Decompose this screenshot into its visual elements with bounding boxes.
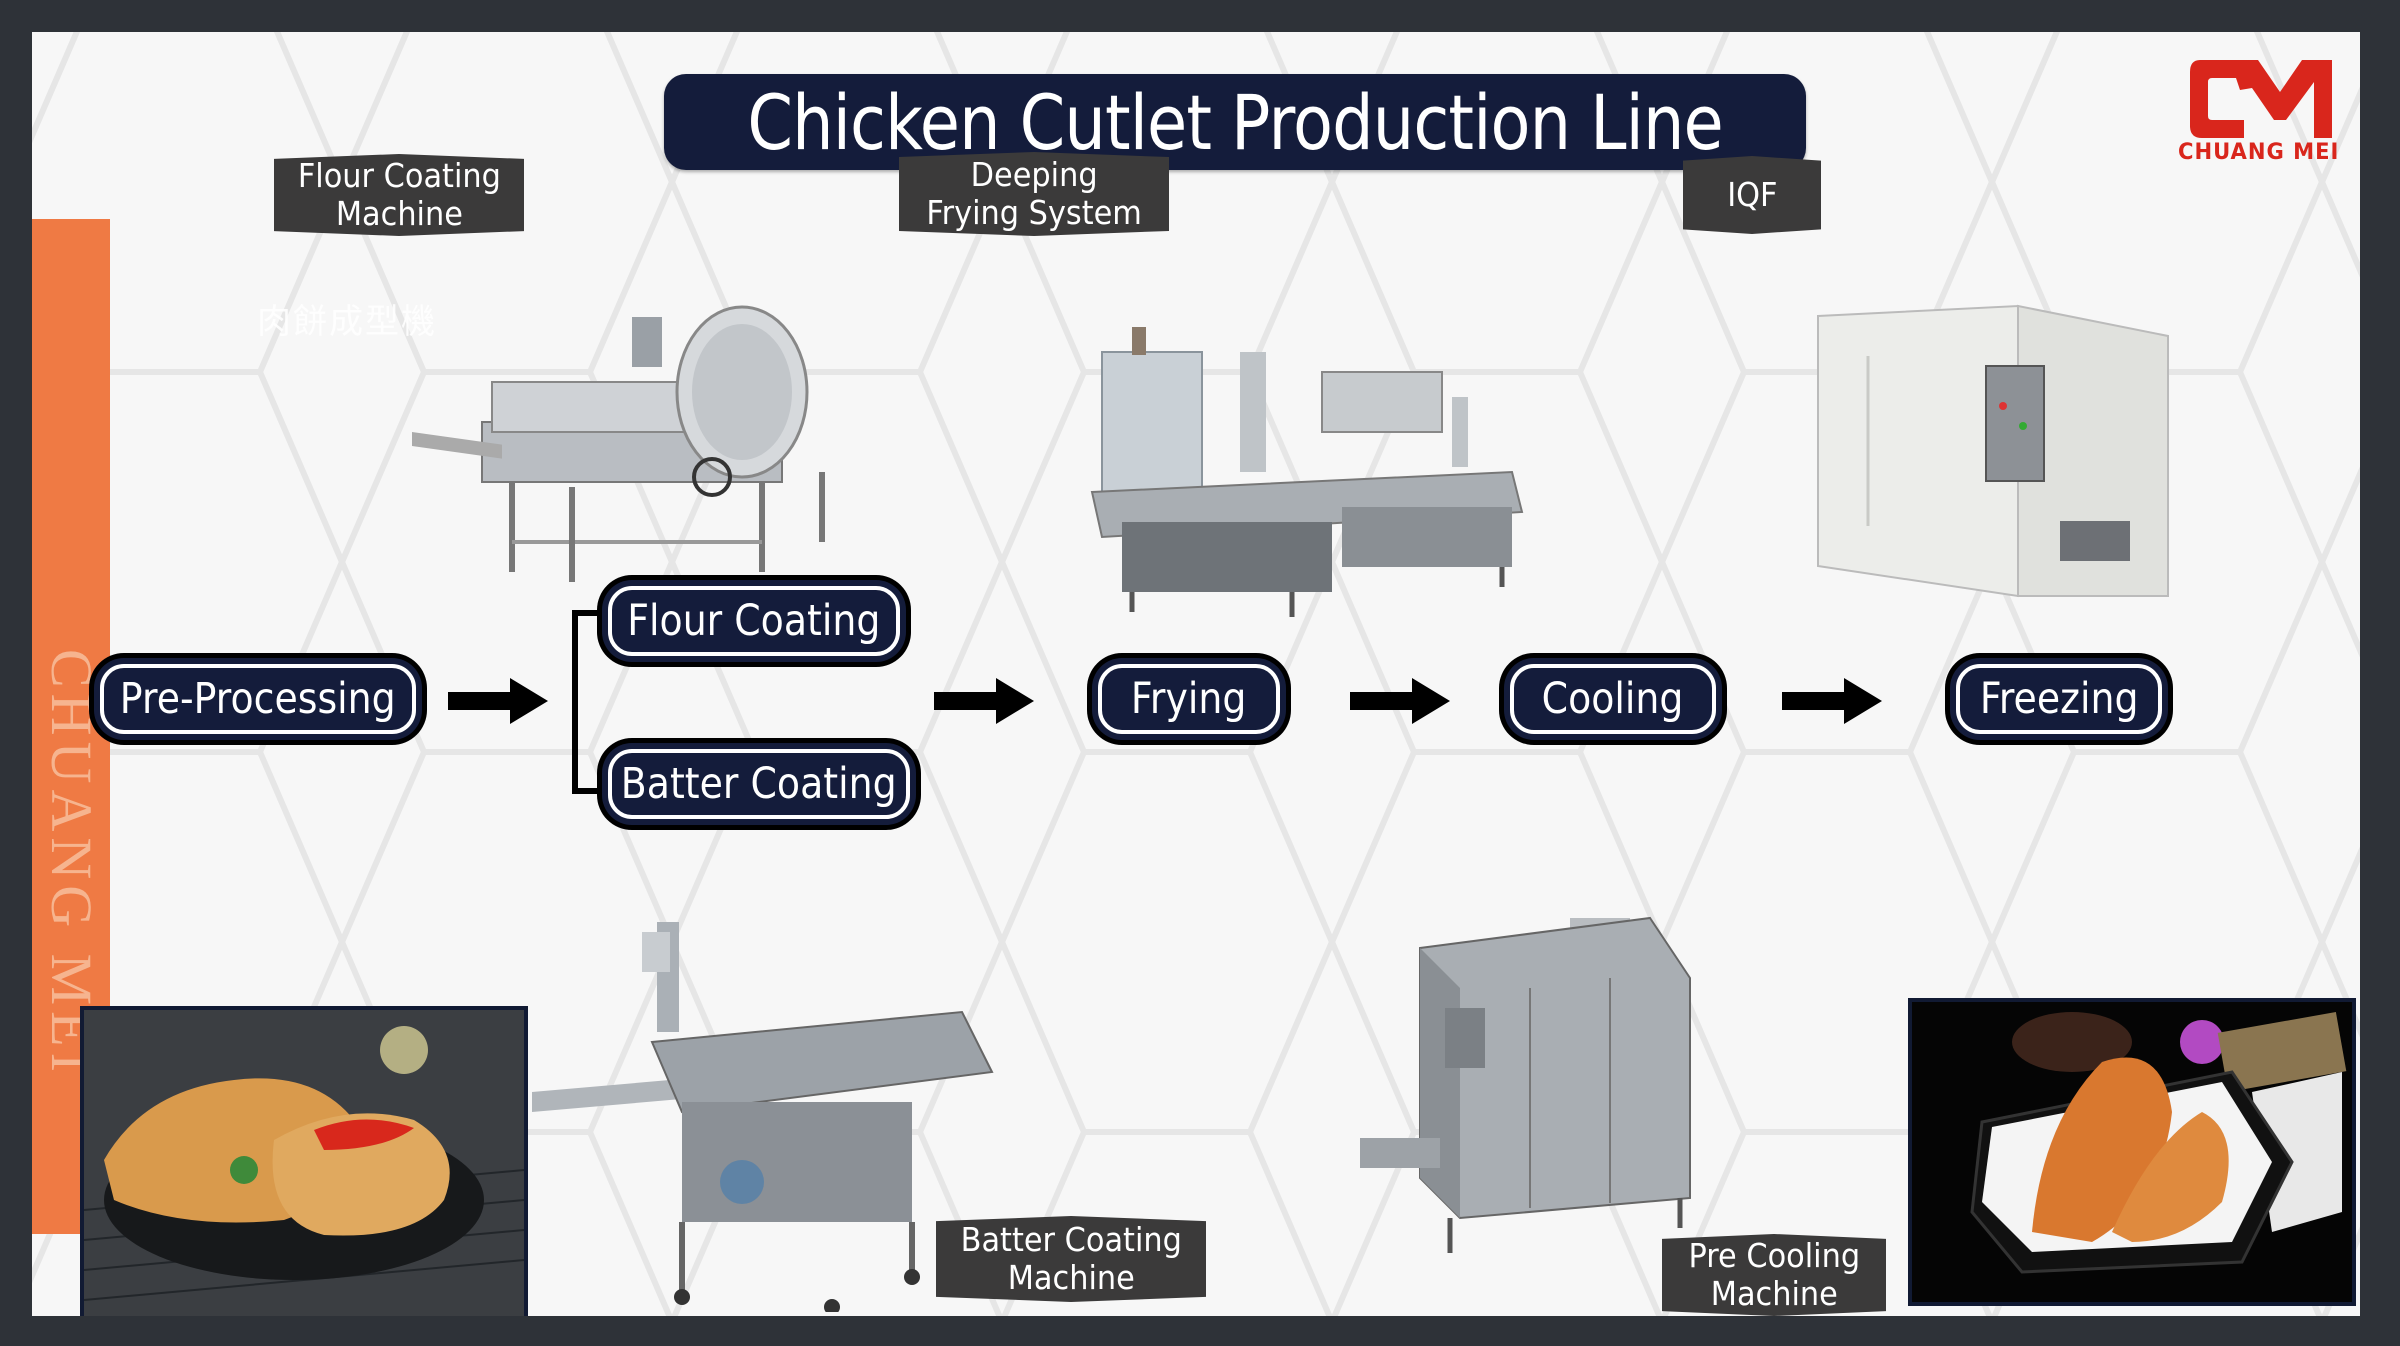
label-pre-cooling-machine: Pre Cooling Machine bbox=[1662, 1234, 1886, 1316]
flour-coating-machine-image bbox=[412, 305, 825, 582]
slide: CHUANG MEI Chicken Cutlet Production Lin… bbox=[32, 32, 2360, 1316]
step-frying: Frying bbox=[1092, 658, 1286, 740]
cutlet-plate-photo bbox=[80, 1006, 528, 1316]
step-freezing-label: Freezing bbox=[1979, 674, 2139, 724]
step-cooling: Cooling bbox=[1504, 658, 1722, 740]
step-pre-processing: Pre-Processing bbox=[94, 658, 422, 740]
step-frying-label: Frying bbox=[1131, 674, 1247, 724]
step-batter-coating-label: Batter Coating bbox=[621, 759, 897, 809]
label-flour-coating-machine: Flour Coating Machine bbox=[274, 154, 524, 236]
page-title: Chicken Cutlet Production Line bbox=[664, 74, 1806, 170]
step-flour-coating-label: Flour Coating bbox=[627, 596, 881, 646]
arrow-right-icon bbox=[1782, 678, 1882, 724]
batter-coating-machine-image bbox=[532, 922, 994, 1312]
cutlet-plate-photo-art bbox=[84, 1010, 524, 1316]
logo-text: CHUANG MEI bbox=[2178, 140, 2340, 165]
label-deep-frying-system: Deeping Frying System bbox=[899, 152, 1169, 236]
branch-bracket bbox=[572, 610, 600, 794]
deep-frying-system-image bbox=[1090, 327, 1524, 617]
label-iqf: IQF bbox=[1683, 156, 1821, 234]
label-iqf-text: IQF bbox=[1726, 175, 1778, 214]
arrow-right-icon bbox=[1350, 678, 1450, 724]
label-batter-coating-machine: Batter Coating Machine bbox=[936, 1216, 1206, 1302]
iqf-freezer-image bbox=[1817, 304, 2169, 598]
label-pre-cooling-machine-text: Pre Cooling Machine bbox=[1688, 1236, 1860, 1313]
page-title-text: Chicken Cutlet Production Line bbox=[747, 77, 1723, 167]
step-flour-coating: Flour Coating bbox=[602, 580, 906, 662]
step-pre-processing-label: Pre-Processing bbox=[120, 674, 396, 724]
label-deep-frying-system-text: Deeping Frying System bbox=[926, 155, 1142, 232]
label-flour-coating-machine-text: Flour Coating Machine bbox=[297, 156, 501, 233]
step-freezing: Freezing bbox=[1950, 658, 2168, 740]
arrow-right-icon bbox=[934, 678, 1034, 724]
pre-cooling-machine-image bbox=[1360, 916, 1691, 1253]
cutlet-tray-photo bbox=[1908, 998, 2356, 1306]
chuang-mei-logo-icon bbox=[2190, 60, 2332, 138]
step-cooling-label: Cooling bbox=[1542, 674, 1684, 724]
arrow-right-icon bbox=[448, 678, 548, 724]
label-batter-coating-machine-text: Batter Coating Machine bbox=[960, 1220, 1182, 1297]
cutlet-tray-photo-art bbox=[1912, 1002, 2352, 1302]
watermark-text: 肉餅成型機 bbox=[257, 302, 437, 342]
step-batter-coating: Batter Coating bbox=[602, 743, 916, 825]
